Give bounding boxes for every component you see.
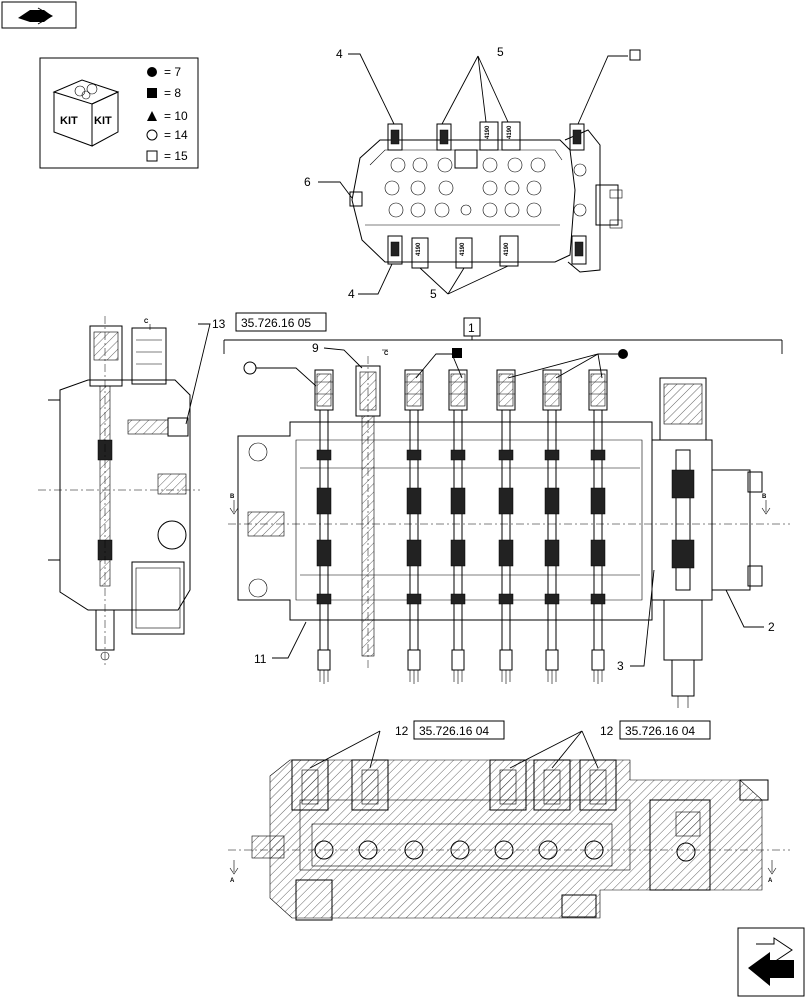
legend-item-filled-triangle: = 10	[164, 109, 188, 123]
callout-12-right: 12	[600, 724, 614, 738]
next-page-icon[interactable]	[737, 927, 805, 997]
top-valve-view: 4190 4190 4190 4190 4190 4 5 6 4 5	[304, 45, 641, 301]
side-section-view: C 13 35.726.16 05	[38, 312, 327, 668]
filled-circle-icon	[147, 67, 157, 77]
ref-box-12-right	[619, 720, 711, 740]
open-square-marker-top	[629, 49, 641, 61]
callout-12-left: 12	[395, 724, 409, 738]
open-circle-icon	[146, 129, 158, 141]
plug-code-5: 4190	[504, 242, 510, 256]
callout-9: 9	[312, 341, 319, 355]
ref-box-12-left	[413, 720, 505, 740]
nav-arrow-icon[interactable]	[1, 1, 77, 29]
kit-legend: KIT KIT = 7 = 8 = 10 = 14 = 15	[39, 57, 199, 169]
kit-label-right: KIT	[94, 115, 112, 127]
section-c-left: C	[144, 319, 149, 325]
kit-label-left: KIT	[60, 115, 78, 127]
callout-4-top: 4	[336, 47, 343, 61]
section-b-right: B	[762, 494, 767, 500]
callout-3: 3	[617, 659, 624, 673]
callout-5-top: 5	[497, 45, 504, 59]
ref-12-left-text: 35.726.16 04	[419, 724, 489, 738]
plug-code-2: 4190	[507, 125, 513, 139]
section-a-right: A	[768, 878, 773, 884]
ref-box-13	[235, 312, 327, 332]
filled-circle-marker	[618, 349, 628, 359]
filled-triangle-icon	[147, 111, 157, 121]
section-a-left: A	[230, 878, 235, 884]
callout-2: 2	[768, 620, 775, 634]
legend-item-open-square: = 15	[164, 149, 188, 163]
callout-5-bottom: 5	[430, 287, 437, 301]
open-square-icon	[146, 150, 158, 162]
section-b-left: B	[230, 494, 235, 500]
open-circle-marker	[243, 361, 257, 375]
legend-item-filled-square: = 8	[164, 86, 181, 100]
front-valve-view: 1 C B	[223, 317, 790, 708]
callout-6: 6	[304, 175, 311, 189]
legend-item-filled-circle: = 7	[164, 65, 181, 79]
callout-1: 1	[468, 321, 475, 335]
bottom-section-view: A A 12 35.726.16 04 12 35.726.16 04	[228, 720, 790, 921]
ref-12-right-text: 35.726.16 04	[625, 724, 695, 738]
section-c-front: C	[384, 351, 389, 357]
ref-13-text: 35.726.16 05	[241, 316, 311, 330]
plug-code-1: 4190	[485, 125, 491, 139]
legend-item-open-circle: = 14	[164, 128, 188, 142]
callout-13: 13	[212, 317, 226, 331]
filled-square-marker	[452, 348, 462, 358]
callout-11: 11	[254, 652, 267, 666]
plug-code-3: 4190	[416, 242, 422, 256]
kit-box-icon: KIT KIT	[52, 79, 120, 147]
filled-square-icon	[147, 88, 157, 98]
callout-4-bottom: 4	[348, 287, 355, 301]
top-view-plugs-lower: 4190 4190 4190	[387, 235, 587, 269]
top-view-plugs-upper: 4190 4190	[387, 121, 585, 151]
top-view-ports	[384, 149, 587, 218]
plug-code-4: 4190	[460, 242, 466, 256]
